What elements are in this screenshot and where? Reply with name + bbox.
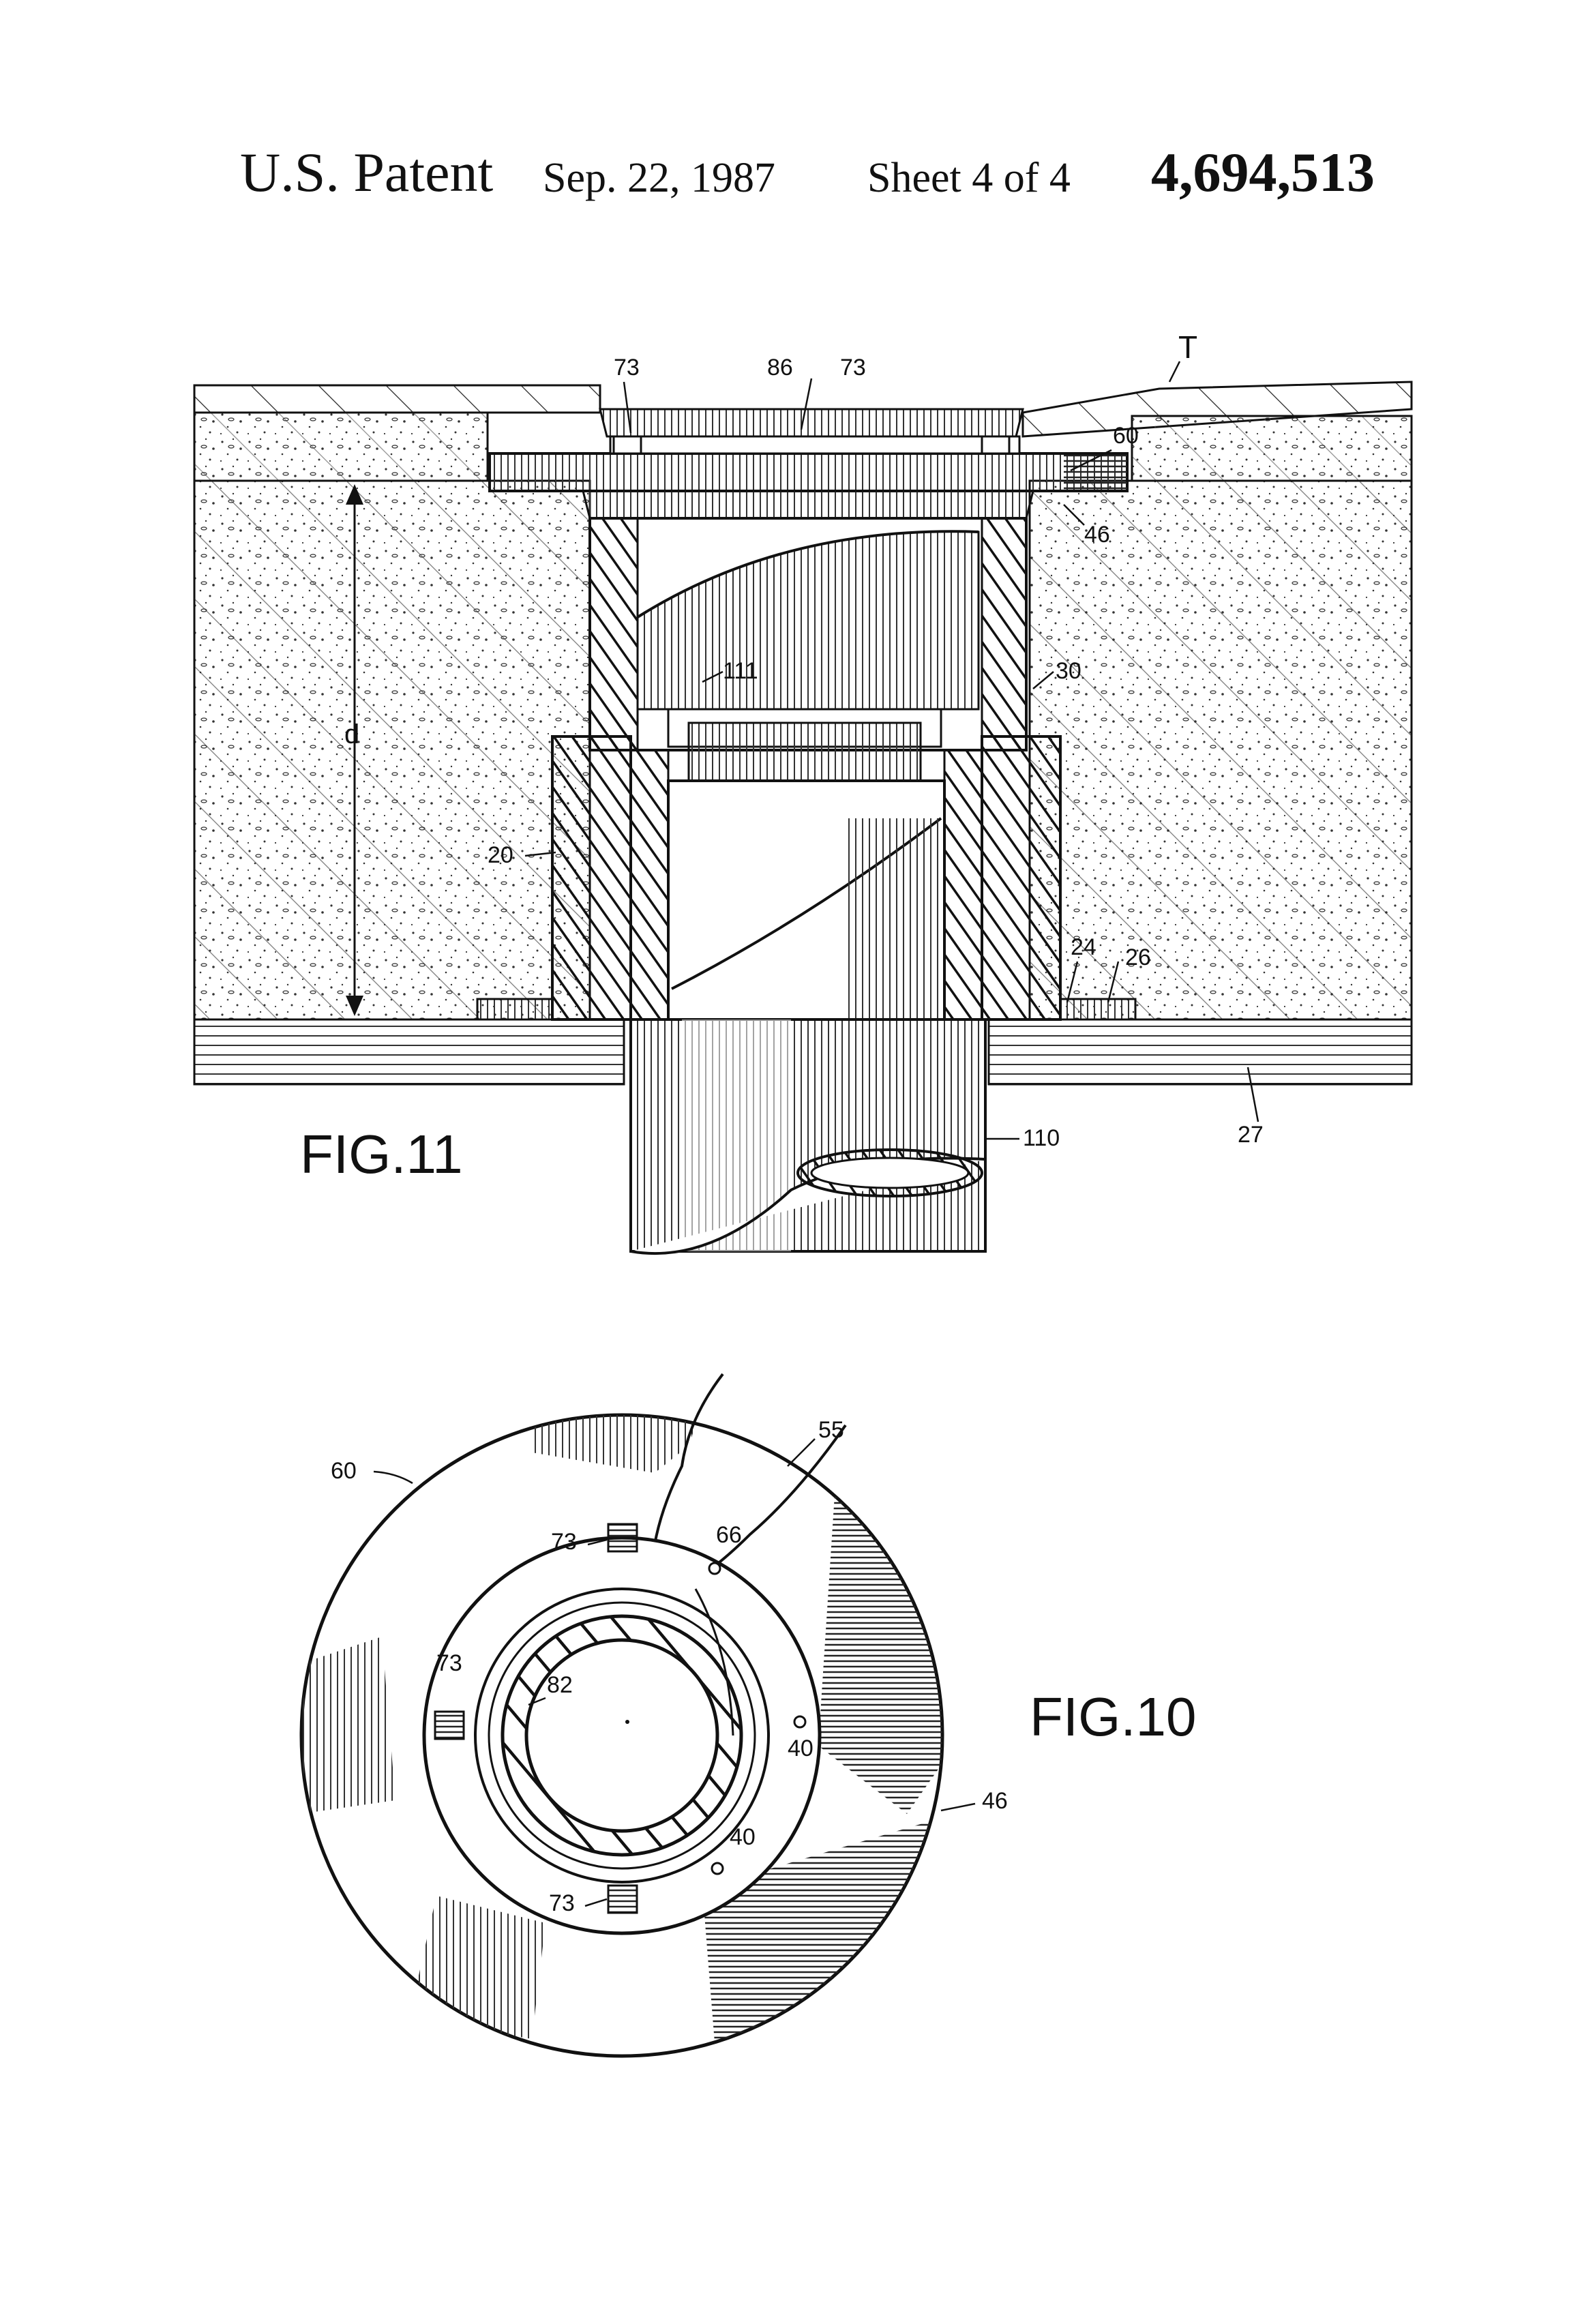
fig11-ref-24: 24	[1071, 934, 1096, 960]
fig10-ref-73b: 73	[436, 1650, 462, 1676]
fig10-ref-66: 66	[716, 1522, 742, 1548]
fig11-ref-111: 111	[723, 658, 758, 684]
fig11-ref-110: 110	[1023, 1125, 1060, 1151]
fig10-ref-40a: 40	[788, 1735, 814, 1761]
fig11-section-view	[194, 361, 1412, 1253]
fig10-ref-82: 82	[547, 1672, 573, 1698]
fig10-screw-hole-left	[435, 1712, 464, 1739]
fig11-ref-46: 46	[1084, 522, 1110, 548]
fig10-ref-73a: 73	[551, 1529, 577, 1555]
fig11-title: FIG.11	[300, 1124, 463, 1185]
fig10-ref-40b: 40	[730, 1824, 756, 1850]
fig11-ref-30: 30	[1056, 658, 1081, 684]
fig11-ref-26: 26	[1125, 944, 1151, 970]
fig10-plan-view	[300, 1364, 975, 2059]
fig10-ref-60: 60	[331, 1458, 357, 1484]
fig10-ref-73c: 73	[549, 1890, 575, 1916]
fig11-ref-86: 86	[767, 355, 793, 381]
fig10-title: FIG.10	[1030, 1686, 1197, 1747]
fig10-ref-55: 55	[818, 1417, 844, 1443]
fig11-ref-73a: 73	[614, 355, 640, 381]
fig10-ref-46: 46	[982, 1788, 1008, 1814]
fig10-screw-hole-top	[608, 1524, 637, 1551]
fig11-ref-27: 27	[1238, 1122, 1264, 1148]
fig11-ref-60: 60	[1113, 423, 1139, 449]
fig11-ref-d: d	[344, 719, 359, 749]
fig11-ref-20: 20	[488, 842, 513, 868]
fig11-ref-73b: 73	[840, 355, 866, 381]
fig11-ref-T: T	[1178, 329, 1197, 365]
fig10-screw-hole-bottom	[608, 1886, 637, 1913]
